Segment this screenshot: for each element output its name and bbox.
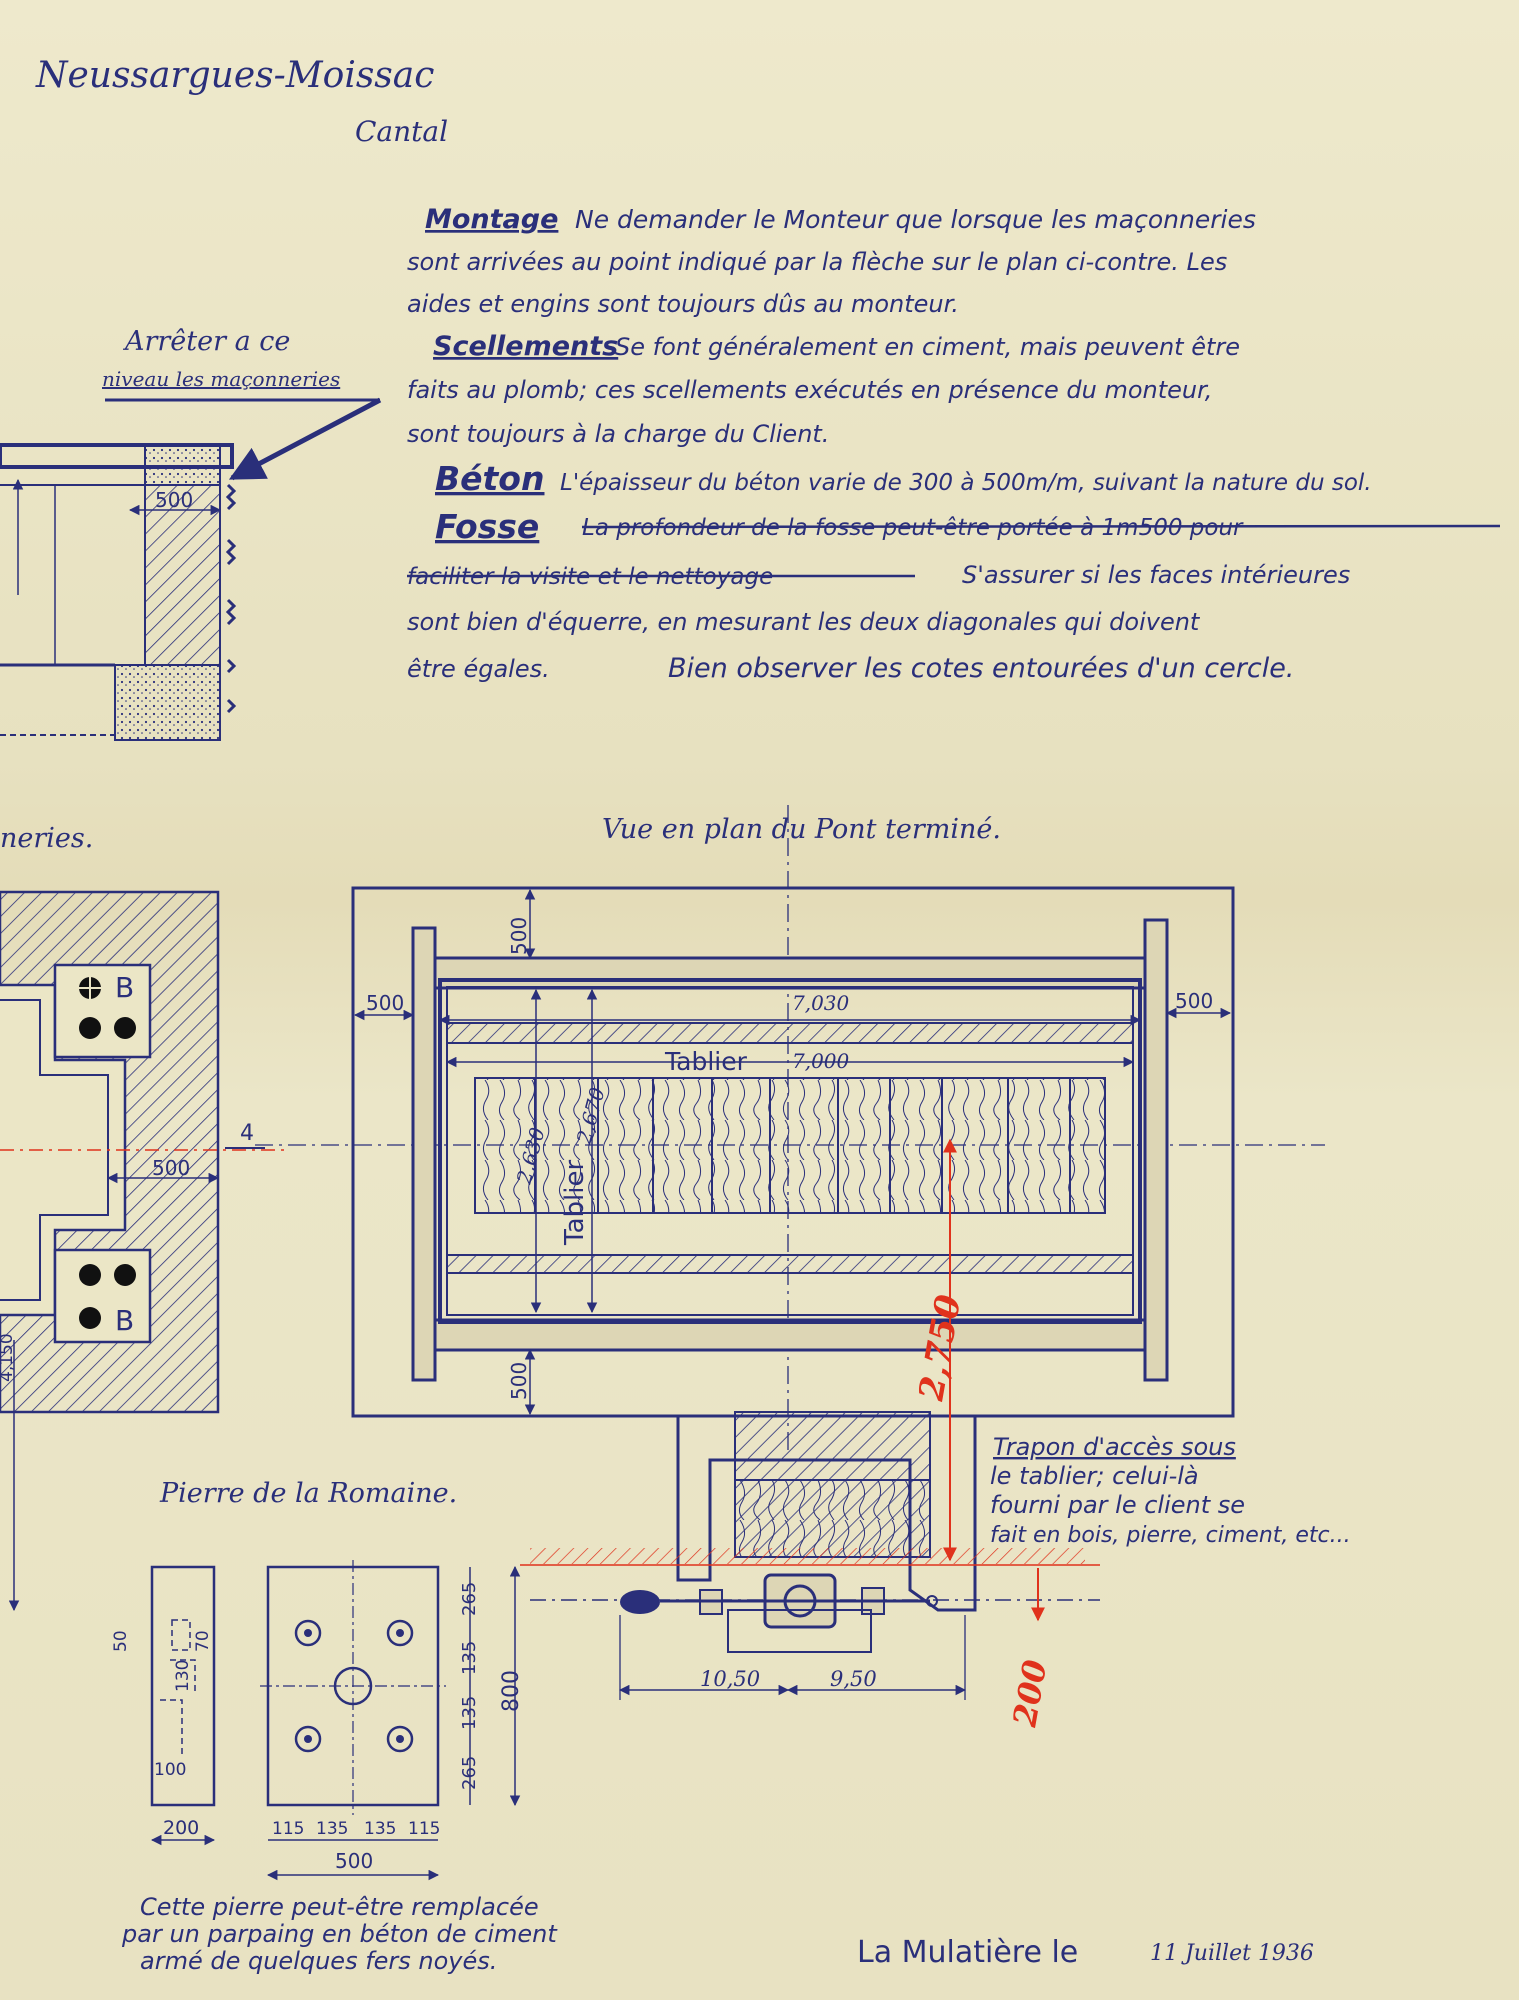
trapon-note-line: Trapon d'accès sous — [993, 1433, 1236, 1461]
side-view — [150, 1565, 216, 1807]
title-block: Neussargues-Moissac Cantal — [35, 55, 448, 148]
dim-label: 500 — [507, 917, 531, 955]
montage-heading: Montage — [425, 204, 558, 235]
tablier-vertical-label: Tablier — [560, 1160, 590, 1246]
region-title: Cantal — [355, 115, 448, 148]
stop-level-arrow — [228, 397, 382, 481]
montage-line: aides et engins sont toujours dûs au mon… — [407, 290, 959, 318]
ground-level-hatch — [530, 1548, 1085, 1564]
romaine-stone: Pierre de la Romaine. 50 70 130 100 200 … — [111, 1478, 558, 1975]
dim-label: 500 — [152, 1156, 190, 1180]
dim-label: 100 — [154, 1760, 186, 1780]
mechanism: 10,50 9,50 200 — [530, 1568, 1100, 1730]
fosse-line: S'assurer si les faces intérieures — [962, 561, 1350, 589]
axis-label: 4 — [240, 1121, 254, 1146]
red-dim-label: 200 — [1005, 1657, 1054, 1730]
dim-label: 265 — [459, 1582, 480, 1616]
dim-label: 500 — [366, 991, 404, 1015]
dim-label: 135 — [316, 1819, 348, 1839]
dim-label: 135 — [364, 1819, 396, 1839]
romaine-note-line: Cette pierre peut-être remplacée — [140, 1893, 539, 1921]
anchor-label-b: B — [115, 971, 134, 1004]
dim-label: 265 — [459, 1756, 480, 1790]
anchor-label-b: B — [115, 1304, 134, 1337]
dim-label: 500 — [507, 1362, 531, 1400]
dim-label: 7,000 — [792, 1049, 850, 1073]
scellements-line: sont toujours à la charge du Client. — [407, 420, 829, 448]
dim-label: 115 — [272, 1819, 304, 1839]
tablier-label: Tablier — [664, 1047, 748, 1076]
dim-label: 4,150 — [0, 1333, 17, 1382]
trapon-note-line: fait en bois, pierre, ciment, etc... — [990, 1523, 1351, 1548]
left-caption: neries. — [0, 823, 93, 854]
dim-label: 130 — [173, 1660, 193, 1692]
scellements-line: Se font généralement en ciment, mais peu… — [615, 333, 1240, 361]
section-detail: Arrêter a ce niveau les maçonneries 500 — [0, 326, 382, 741]
dim-label: 135 — [459, 1641, 480, 1675]
romaine-caption: Pierre de la Romaine. — [159, 1478, 457, 1509]
place-title: Neussargues-Moissac — [35, 55, 434, 96]
dim-label: 7,030 — [792, 991, 850, 1015]
romaine-note-line: armé de quelques fers noyés. — [140, 1947, 497, 1975]
dim-label: 9,50 — [830, 1667, 877, 1691]
dim-label: 70 — [193, 1630, 213, 1652]
left-plan: neries. B B 500 4 4,150 — [0, 823, 290, 1612]
dim-label: 50 — [111, 1630, 131, 1652]
dim-label: 500 — [335, 1849, 373, 1873]
dim-label: 200 — [163, 1817, 199, 1839]
dim-label: 115 — [408, 1819, 440, 1839]
trapon-note-line: le tablier; celui-là — [990, 1462, 1199, 1490]
fosse-emphasis: Bien observer les cotes entourées d'un c… — [668, 653, 1294, 684]
dim-label: 135 — [459, 1696, 480, 1730]
footer-date: 11 Juillet 1936 — [1150, 1941, 1314, 1966]
instruction-notes: Montage Ne demander le Monteur que lorsq… — [407, 204, 1501, 684]
dim-label: 500 — [155, 488, 193, 512]
dim-label: 800 — [499, 1670, 524, 1712]
fosse-heading: Fosse — [435, 507, 539, 546]
plan-view: Vue en plan du Pont terminé. 500 500 500… — [255, 805, 1325, 1562]
plan-view-caption: Vue en plan du Pont terminé. — [602, 814, 1001, 845]
dim-label: 500 — [1175, 989, 1213, 1013]
trapon-pit: Trapon d'accès sous le tablier; celui-là… — [520, 1411, 1351, 1612]
stop-note-line: niveau les maçonneries — [102, 367, 340, 391]
scellements-heading: Scellements — [433, 331, 618, 362]
montage-line: sont arrivées au point indiqué par la fl… — [407, 248, 1227, 276]
dim-label: 10,50 — [700, 1667, 760, 1691]
stop-note-line: Arrêter a ce — [122, 326, 290, 357]
trapon-note-line: fourni par le client se — [990, 1491, 1245, 1519]
deck-planks — [474, 1077, 1106, 1214]
footer: La Mulatière le 11 Juillet 1936 — [857, 1935, 1314, 1970]
beton-line: L'épaisseur du béton varie de 300 à 500m… — [560, 470, 1372, 496]
montage-line: Ne demander le Monteur que lorsque les m… — [575, 205, 1256, 234]
fosse-line: être égales. — [407, 655, 550, 683]
fosse-line: sont bien d'équerre, en mesurant les deu… — [407, 608, 1201, 636]
scellements-line: faits au plomb; ces scellements exécutés… — [407, 376, 1212, 404]
footer-place: La Mulatière le — [857, 1935, 1078, 1970]
romaine-note-line: par un parpaing en béton de ciment — [121, 1920, 558, 1948]
beton-heading: Béton — [435, 459, 544, 498]
